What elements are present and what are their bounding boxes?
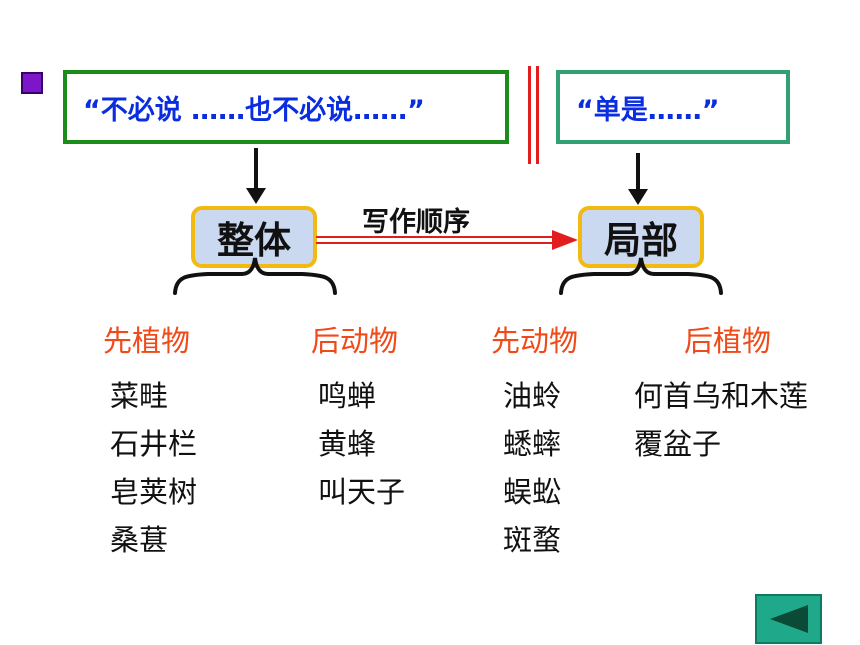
quote-box-left: “不必说 ……也不必说……” [63, 70, 509, 144]
list-item: 鸣蝉 [318, 379, 377, 413]
list-item: 油蛉 [503, 379, 562, 413]
brace-icon [173, 257, 337, 295]
list-item: 叫天子 [318, 475, 406, 509]
writing-order-label: 写作顺序 [362, 207, 470, 238]
quote-box-right: “单是……” [556, 70, 790, 144]
list-item: 覆盆子 [634, 427, 722, 461]
divider-line [528, 66, 531, 164]
down-arrow-line [636, 153, 640, 191]
keyword-whole-label: 整体 [217, 219, 291, 262]
heading-animals-after: 后动物 [311, 324, 399, 358]
triangle-left-icon [769, 605, 808, 633]
down-arrow-line [254, 148, 258, 190]
heading-plants-first: 先植物 [103, 324, 191, 358]
keyword-whole: 整体 [191, 206, 317, 268]
quote-text-right: “单是……” [576, 94, 720, 126]
brace-icon [559, 257, 723, 295]
list-item: 桑葚 [110, 523, 169, 557]
down-arrow-icon [628, 189, 648, 205]
heading-plants-after: 后植物 [684, 324, 772, 358]
list-item: 斑蝥 [503, 523, 562, 557]
list-item: 黄蜂 [318, 427, 377, 461]
list-item: 蜈蚣 [503, 475, 562, 509]
keyword-part-label: 局部 [604, 219, 678, 262]
list-item: 蟋蟀 [503, 427, 562, 461]
divider-line [536, 66, 539, 164]
back-button[interactable] [755, 594, 822, 644]
right-arrow-icon [316, 230, 578, 250]
list-item: 何首乌和木莲 [634, 379, 809, 413]
down-arrow-icon [246, 188, 266, 204]
square-bullet-icon [21, 72, 43, 94]
list-item: 石井栏 [110, 427, 198, 461]
list-item: 皂荚树 [110, 475, 198, 509]
heading-animals-first: 先动物 [491, 324, 579, 358]
list-item: 菜畦 [110, 379, 169, 413]
quote-text-left: “不必说 ……也不必说……” [83, 94, 425, 126]
